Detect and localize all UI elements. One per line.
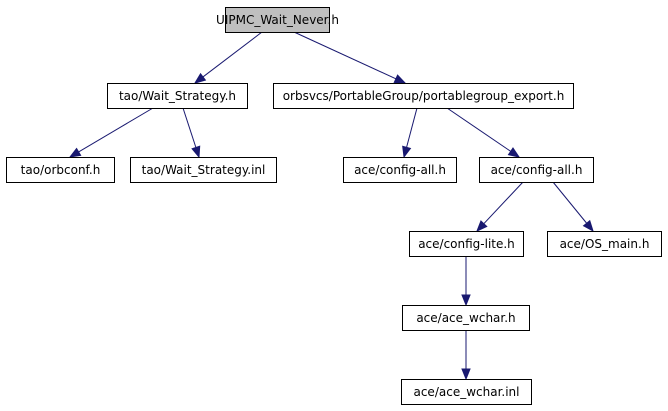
node-box — [479, 157, 594, 183]
node-label: ace/OS_main.h — [560, 237, 650, 251]
arrowhead-icon — [402, 145, 412, 159]
node-ace-wchar-h[interactable]: ace/ace_wchar.h — [402, 305, 530, 331]
arrowhead-icon — [191, 145, 201, 159]
node-box — [130, 157, 277, 183]
edge-wait-strategy-h-to-orbconf — [68, 107, 154, 158]
edge-line — [552, 181, 588, 224]
arrowhead-icon — [193, 72, 207, 84]
node-box — [409, 231, 524, 257]
node-root: UIPMC_Wait_Never.h — [216, 7, 339, 33]
edge-line — [446, 107, 512, 152]
node-wait-strategy-h[interactable]: tao/Wait_Strategy.h — [107, 83, 248, 109]
edge-root-to-pg-export — [293, 31, 407, 84]
node-pg-export[interactable]: orbsvcs/PortableGroup/portablegroup_expo… — [273, 83, 574, 109]
edge-root-to-wait-strategy-h — [193, 31, 263, 84]
node-ace-wchar-inl[interactable]: ace/ace_wchar.inl — [401, 379, 532, 405]
node-box — [402, 305, 530, 331]
node-box — [6, 157, 115, 183]
edge-line — [406, 107, 418, 148]
edge-line — [78, 107, 154, 153]
edge-config-all-to-config-lite — [476, 181, 524, 232]
arrowhead-icon — [507, 147, 521, 158]
edge-line — [483, 181, 524, 225]
arrowhead-icon — [461, 294, 471, 307]
node-label: UIPMC_Wait_Never.h — [216, 13, 339, 27]
edge-line — [293, 31, 397, 80]
node-os-main[interactable]: ace/OS_main.h — [547, 231, 662, 257]
node-label: orbsvcs/PortableGroup/portablegroup_expo… — [283, 89, 565, 103]
arrowhead-icon — [68, 147, 82, 158]
node-label: ace/ace_wchar.h — [416, 311, 515, 325]
edge-ace-wchar-h-to-ace-wchar-inl — [461, 330, 471, 381]
edge-pg-export-to-config-all-muted — [402, 107, 418, 159]
node-label: ace/config-all.h — [354, 163, 446, 177]
node-config-all[interactable]: ace/config-all.h — [479, 157, 594, 183]
arrowhead-icon — [461, 368, 471, 381]
node-box — [343, 157, 457, 183]
node-box — [273, 83, 574, 109]
edge-pg-export-to-config-all — [446, 107, 521, 158]
edge-wait-strategy-h-to-wait-strategy-inl — [182, 107, 201, 159]
node-box — [547, 231, 662, 257]
edge-config-all-to-os-main — [552, 181, 594, 233]
arrowhead-icon — [582, 219, 594, 233]
node-box — [225, 7, 330, 33]
node-box — [401, 379, 532, 405]
arrowhead-icon — [476, 220, 488, 232]
arrowhead-icon — [393, 74, 407, 84]
node-label: tao/Wait_Strategy.inl — [142, 163, 266, 177]
node-label: tao/Wait_Strategy.h — [119, 89, 236, 103]
edge-line — [182, 107, 197, 148]
edge-config-lite-to-ace-wchar-h — [461, 256, 471, 307]
edge-line — [202, 31, 263, 78]
node-label: ace/config-all.h — [491, 163, 583, 177]
nodes-layer: UIPMC_Wait_Never.h tao/Wait_Strategy.h orb… — [6, 7, 662, 405]
node-orbconf[interactable]: tao/orbconf.h — [6, 157, 115, 183]
node-config-all-muted[interactable]: ace/config-all.h — [343, 157, 457, 183]
node-label: tao/orbconf.h — [21, 163, 101, 177]
node-config-lite[interactable]: ace/config-lite.h — [409, 231, 524, 257]
node-wait-strategy-inl[interactable]: tao/Wait_Strategy.inl — [130, 157, 277, 183]
node-label: ace/ace_wchar.inl — [413, 385, 519, 399]
node-box — [107, 83, 248, 109]
node-label: ace/config-lite.h — [418, 237, 515, 251]
edges-layer — [68, 31, 594, 381]
